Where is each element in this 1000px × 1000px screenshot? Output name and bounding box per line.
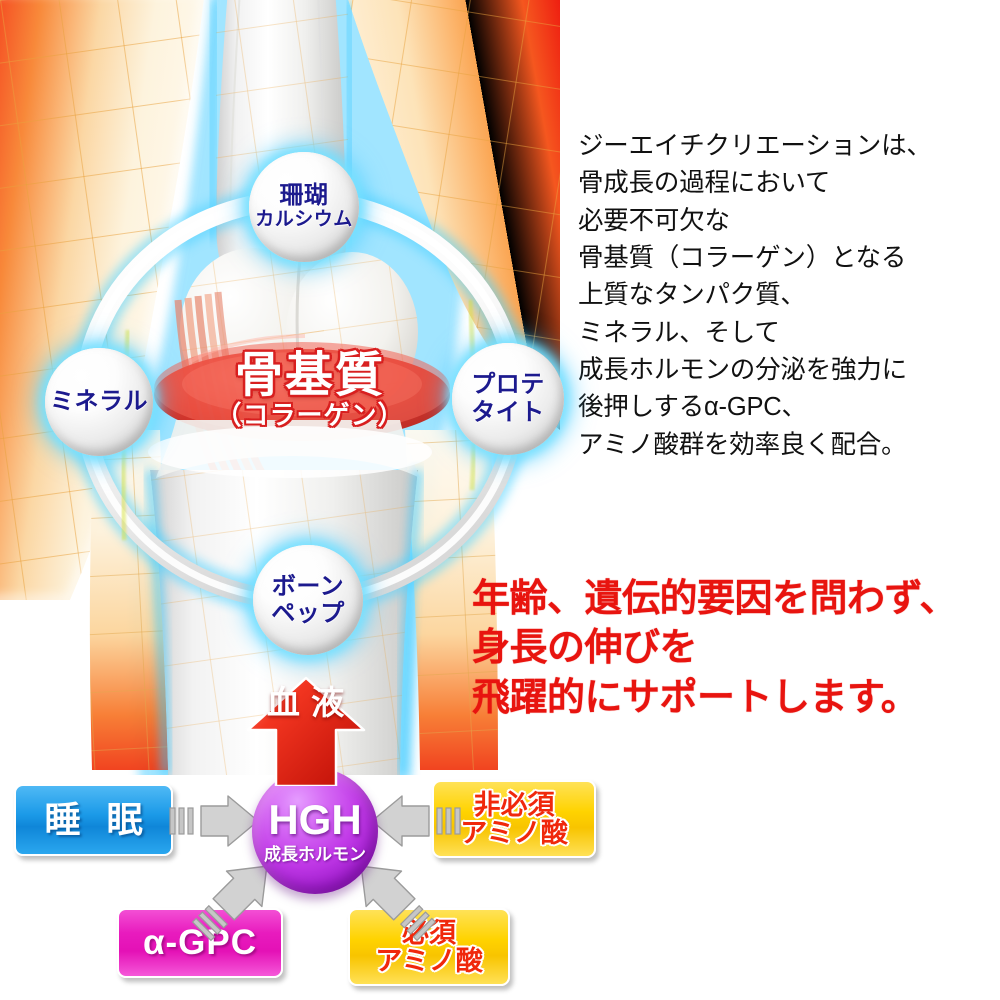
- arrow-sleep-to-hgh-icon: [169, 795, 259, 847]
- bubble-mineral[interactable]: ミネラル: [45, 348, 153, 456]
- headline-text: 年齢、遺伝的要因を問わず、 身長の伸びを 飛躍的にサポートします。: [472, 578, 957, 719]
- bubble-bonepep[interactable]: ボーン ペップ: [253, 545, 363, 655]
- bubble-label-line2: タイト: [471, 399, 545, 426]
- tag-box-label-line1: 非必須: [473, 789, 555, 820]
- collagen-disc: [154, 334, 450, 441]
- bubble-prototight[interactable]: プロテ タイト: [452, 343, 564, 455]
- bubble-label-line1: ミネラル: [50, 388, 148, 416]
- arrow-nonessential-to-hgh-icon: [371, 795, 461, 847]
- tag-box-alpha-gpc[interactable]: α-GPC: [117, 908, 283, 978]
- tag-box-label-line2: アミノ酸: [375, 946, 483, 976]
- tag-box-label: α-GPC: [142, 922, 258, 962]
- bubble-label-line2: カルシウム: [255, 209, 353, 231]
- arrow-essential-to-hgh-icon: [360, 865, 437, 942]
- blood-flow-arrow-icon: [246, 676, 366, 786]
- bubble-coral-calcium[interactable]: 珊瑚 カルシウム: [249, 152, 359, 262]
- bubble-label-line2: ペップ: [271, 599, 345, 627]
- bubble-label-line1: ボーン: [271, 572, 345, 600]
- arrow-alphagpc-to-hgh-icon: [191, 865, 268, 942]
- bubble-label-line1: プロテ: [471, 371, 545, 399]
- bubble-label-line1: 珊瑚: [279, 182, 329, 210]
- hgh-subtitle: 成長ホルモン: [264, 845, 366, 864]
- description-paragraph: ジーエイチクリエーションは、 骨成長の過程において 必要不可欠な 骨基質（コラー…: [578, 132, 932, 459]
- hgh-hormone-sphere[interactable]: HGH 成長ホルモン: [252, 768, 378, 894]
- tag-box-label: 睡 眠: [44, 799, 151, 841]
- tag-box-label-line2: アミノ酸: [460, 818, 568, 848]
- hgh-title: HGH: [268, 796, 362, 843]
- tag-box-sleep[interactable]: 睡 眠: [14, 784, 173, 856]
- hgh-relationship-diagram: HGH 成長ホルモン 睡 眠 α-GPC 非必須 アミノ酸 必須 アミノ酸: [0, 760, 1000, 1000]
